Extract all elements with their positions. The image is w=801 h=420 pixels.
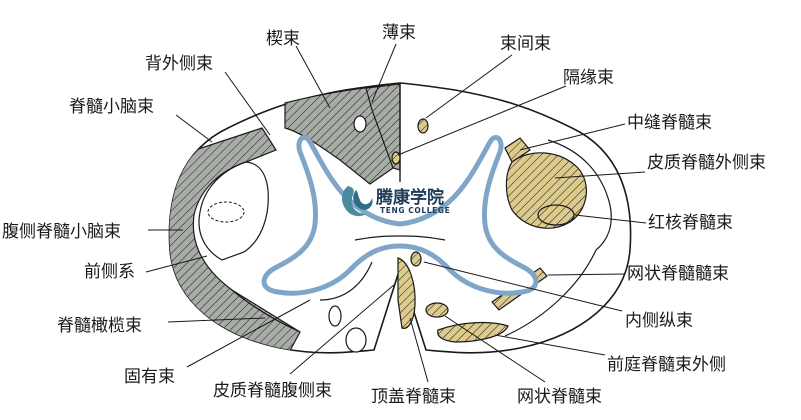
label-spino-olivary-tract: 脊髓橄榄束: [57, 316, 142, 336]
medial-longitudinal-fasciculus-hatch: [411, 252, 421, 266]
left-ventral-white-ellipse: [345, 327, 367, 353]
label-lateral-corticospinal-tract: 皮质脊髓外侧束: [647, 153, 766, 173]
leader-lines: [145, 43, 647, 383]
spinal-cord-cross-section: [168, 82, 632, 354]
watermark-name: 腾康学院: [376, 187, 444, 208]
label-reticulospinal-tract: 网状脊髓束: [517, 387, 602, 407]
lateral-vestibulospinal-tract-hatch: [437, 322, 508, 342]
watermark-english: TENG COLLEGE: [380, 206, 450, 215]
tract-labels: 楔束 薄束 束间束 背外侧束 隔缘束 脊髓小脑束 中缝脊髓束 皮质脊髓外侧束 红…: [2, 23, 766, 407]
label-septomarginal-tract: 隔缘束: [563, 68, 614, 88]
label-raphespinal-tract: 中缝脊髓束: [627, 113, 712, 133]
lateral-white-zone: [198, 161, 269, 261]
gray-commissure: [354, 235, 446, 241]
spinocerebellar-tract-hatch: [169, 128, 300, 353]
fasciculus-gracilis-hatch: [366, 84, 400, 170]
teng-college-logo-icon: [342, 186, 373, 217]
label-ventral-spinocerebellar-tract: 腹侧脊髓小脑束: [2, 222, 121, 242]
raphespinal-tract-hatch: [505, 138, 530, 162]
label-tectospinal-tract: 顶盖脊髓束: [371, 387, 456, 407]
label-medial-longitudinal-fasciculus: 内侧纵束: [625, 311, 693, 331]
reticulospinal-ellipse-hatch: [426, 303, 448, 317]
fasciculus-cuneatus-hatch: [285, 86, 393, 184]
left-ventral-partition-2: [319, 261, 373, 301]
label-fasciculus-cuneatus: 楔束: [266, 29, 300, 49]
label-lateral-vestibulospinal-tract: 前庭脊髓束外侧: [607, 355, 726, 375]
label-spinocerebellar-tract: 脊髓小脑束: [69, 97, 154, 117]
label-rubrospinal-tract: 红核脊髓束: [648, 213, 733, 233]
tectospinal-tract-hatch: [398, 258, 416, 329]
label-interfascicular-tract: 束间束: [500, 34, 551, 54]
right-ventral-partition: [504, 249, 597, 337]
label-anterolateral-system: 前侧系: [84, 262, 135, 282]
gray-matter: [261, 135, 539, 296]
septomarginal-tract-hatch: [392, 152, 400, 164]
rubrospinal-tract-hatch: [538, 205, 574, 225]
label-dorsolateral-tract: 背外侧束: [145, 54, 213, 74]
gracilis-inner-ellipse: [353, 115, 367, 133]
label-medullary-reticulospinal-tract: 网状脊髓髓束: [627, 264, 729, 284]
right-lateral-partition: [547, 139, 612, 251]
label-proper-fasciculus: 固有束: [124, 367, 175, 387]
left-ventral-white-ellipse-2: [328, 305, 342, 327]
interfascicular-tract-hatch: [418, 119, 428, 133]
watermark: 腾康学院 TENG COLLEGE: [342, 186, 450, 217]
label-fasciculus-gracilis: 薄束: [382, 23, 416, 43]
label-ventral-corticospinal-tract: 皮质脊髓腹侧束: [213, 381, 332, 401]
left-ventral-partition: [231, 289, 301, 333]
dashed-ellipse: [207, 201, 245, 223]
